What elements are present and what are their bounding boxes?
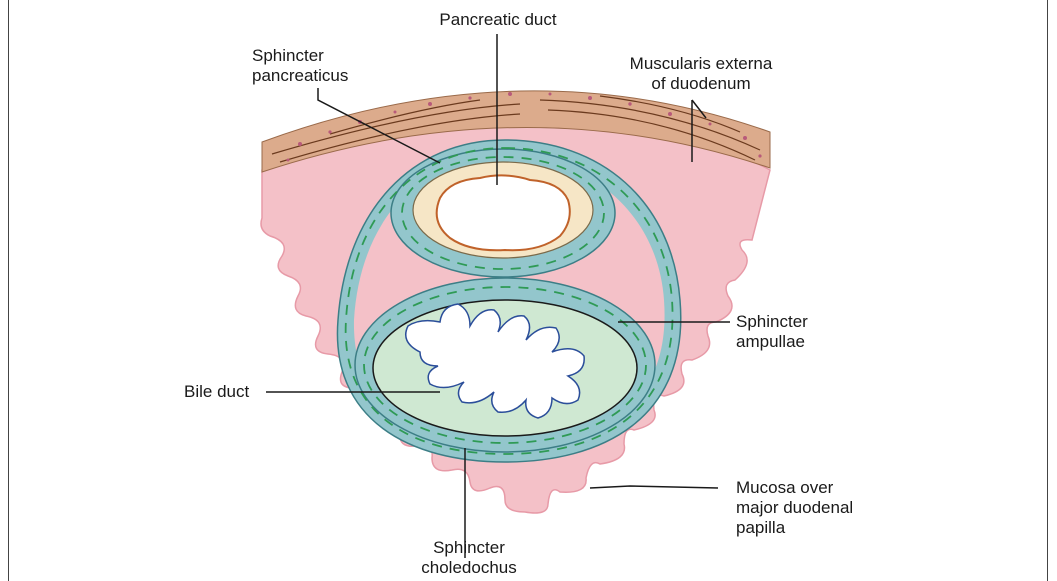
label-muscularis-externa: Muscularis externa of duodenum [606, 54, 796, 94]
label-bile-duct: Bile duct [184, 382, 249, 402]
label-pancreatic-duct: Pancreatic duct [418, 10, 578, 30]
label-mucosa: Mucosa over major duodenal papilla [736, 478, 853, 538]
label-sphincter-ampullae: Sphincter ampullae [736, 312, 808, 352]
label-sphincter-choledochus: Sphincter choledochus [394, 538, 544, 578]
pancreatic-duct-lumen [437, 175, 570, 250]
label-sphincter-pancreaticus: Sphincter pancreaticus [252, 46, 348, 86]
